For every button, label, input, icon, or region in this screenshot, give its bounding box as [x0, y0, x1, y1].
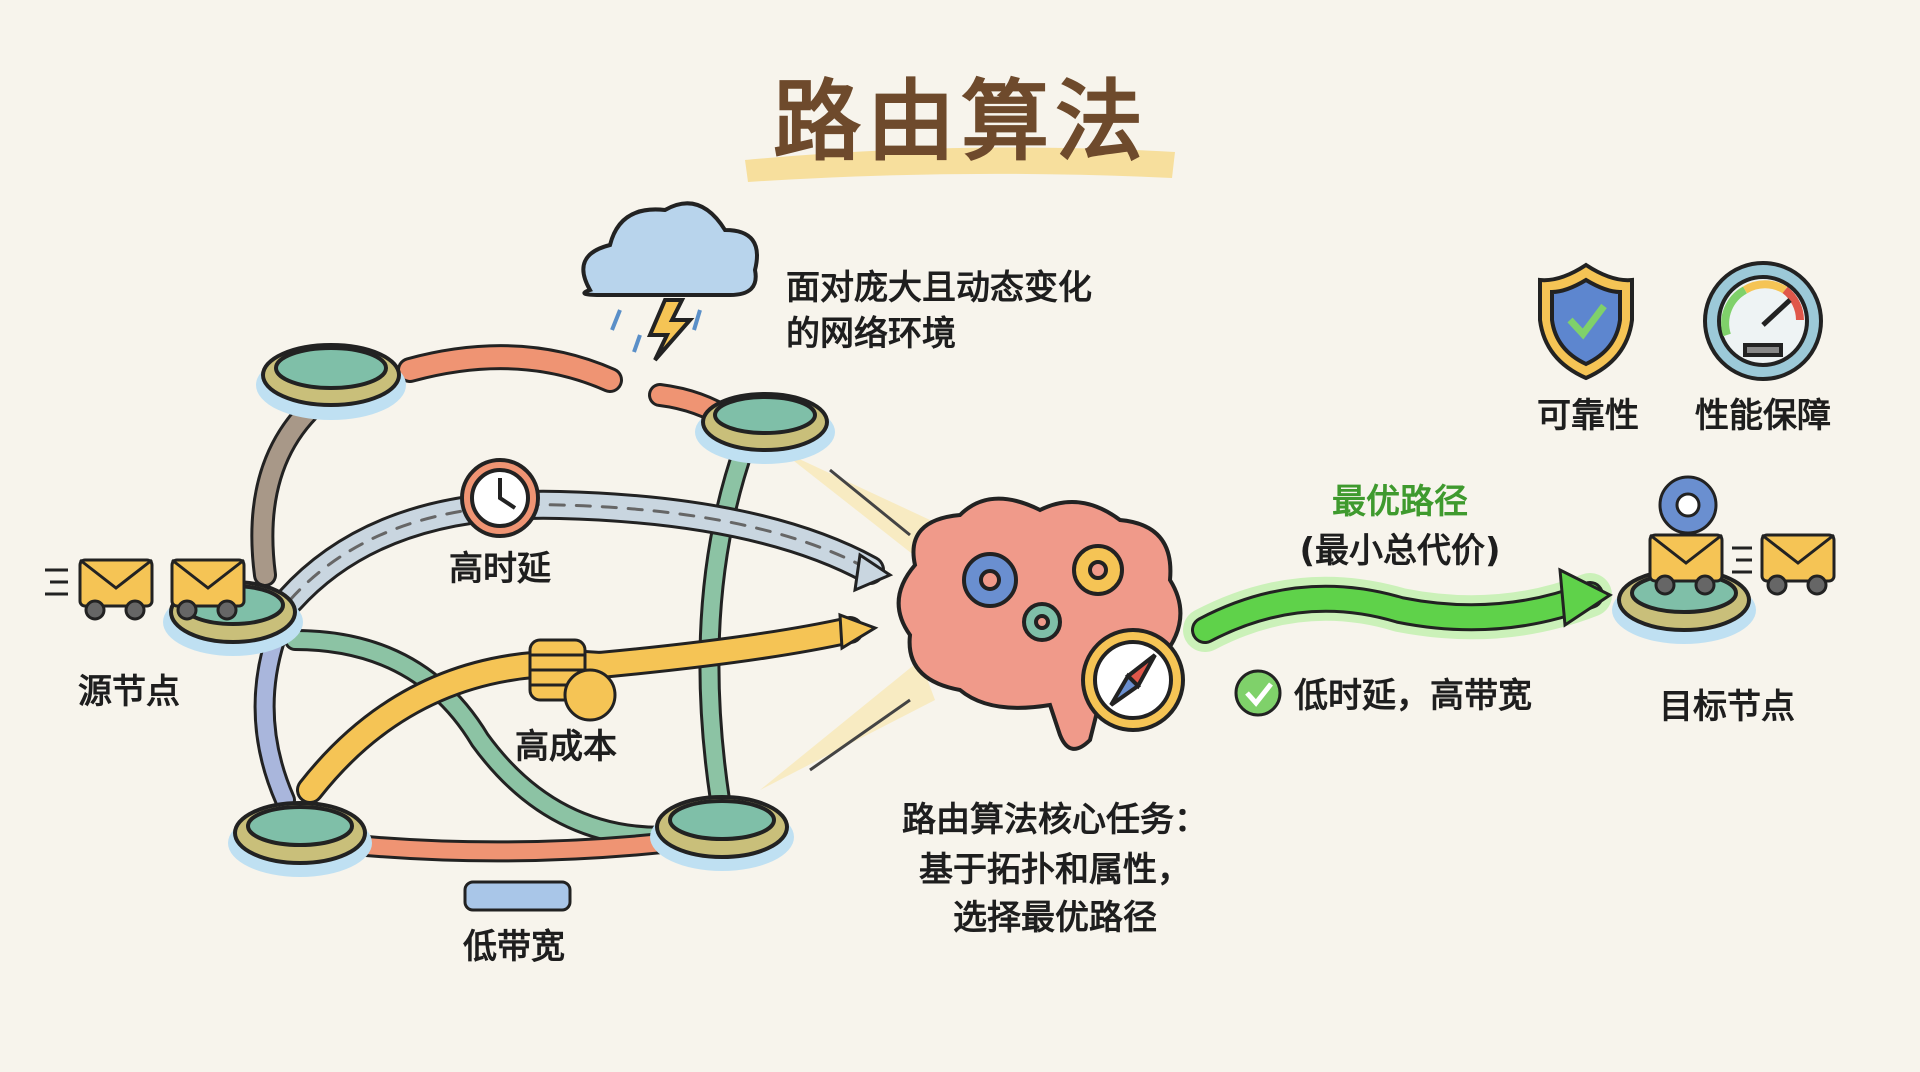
broken-link: [400, 347, 620, 390]
link-c-d: [347, 832, 698, 860]
challenge-line-2: 的网络环境: [786, 313, 956, 354]
link-b-d: [701, 437, 753, 808]
core-task-line-1: 路由算法核心任务：: [902, 799, 1208, 840]
title-highlight: [745, 147, 1175, 182]
node-d: [650, 795, 794, 871]
challenge-line-1: 面对庞大且动态变化: [786, 267, 1092, 308]
optimal-path: [1194, 584, 1601, 641]
coins-icon: [528, 638, 617, 722]
optimal-path-sub: (最小总代价): [1299, 530, 1501, 571]
link-source-c: [256, 632, 293, 808]
node-c: [228, 801, 372, 877]
high-cost-label: 高成本: [515, 726, 617, 767]
target-node-label: 目标节点: [1659, 686, 1795, 727]
check-icon: [1234, 669, 1282, 717]
optimal-path-label: 最优路径: [1332, 481, 1468, 522]
core-task-line-2: 基于拓扑和属性，: [919, 849, 1191, 890]
mail-truck-icon: [45, 558, 246, 621]
shield-icon: [1538, 262, 1634, 381]
core-task-line-3: 选择最优路径: [953, 897, 1157, 938]
node-a: [256, 343, 406, 420]
link-source-a: [253, 391, 329, 584]
node-b: [695, 392, 835, 464]
link-source-d: [287, 632, 698, 845]
clock-icon: [460, 458, 540, 538]
source-node-label: 源节点: [78, 671, 180, 712]
storm-cloud-icon: [581, 201, 759, 362]
narrow-pipe-icon: [463, 880, 572, 912]
low-bandwidth-label: 低带宽: [463, 926, 565, 967]
high-latency-label: 高时延: [449, 548, 551, 589]
compass-icon: [1081, 628, 1185, 732]
optimal-arrowhead: [1558, 567, 1613, 628]
optimal-benefit: 低时延，高带宽: [1294, 675, 1532, 716]
path-high-cost: [299, 619, 861, 801]
gauge-icon: [1703, 261, 1823, 381]
brain-icon: [896, 496, 1185, 751]
page-title: 路由算法: [772, 69, 1150, 173]
reliability-label: 可靠性: [1537, 395, 1639, 436]
performance-label: 性能保障: [1695, 395, 1831, 436]
target-truck-icon: [1648, 475, 1836, 596]
